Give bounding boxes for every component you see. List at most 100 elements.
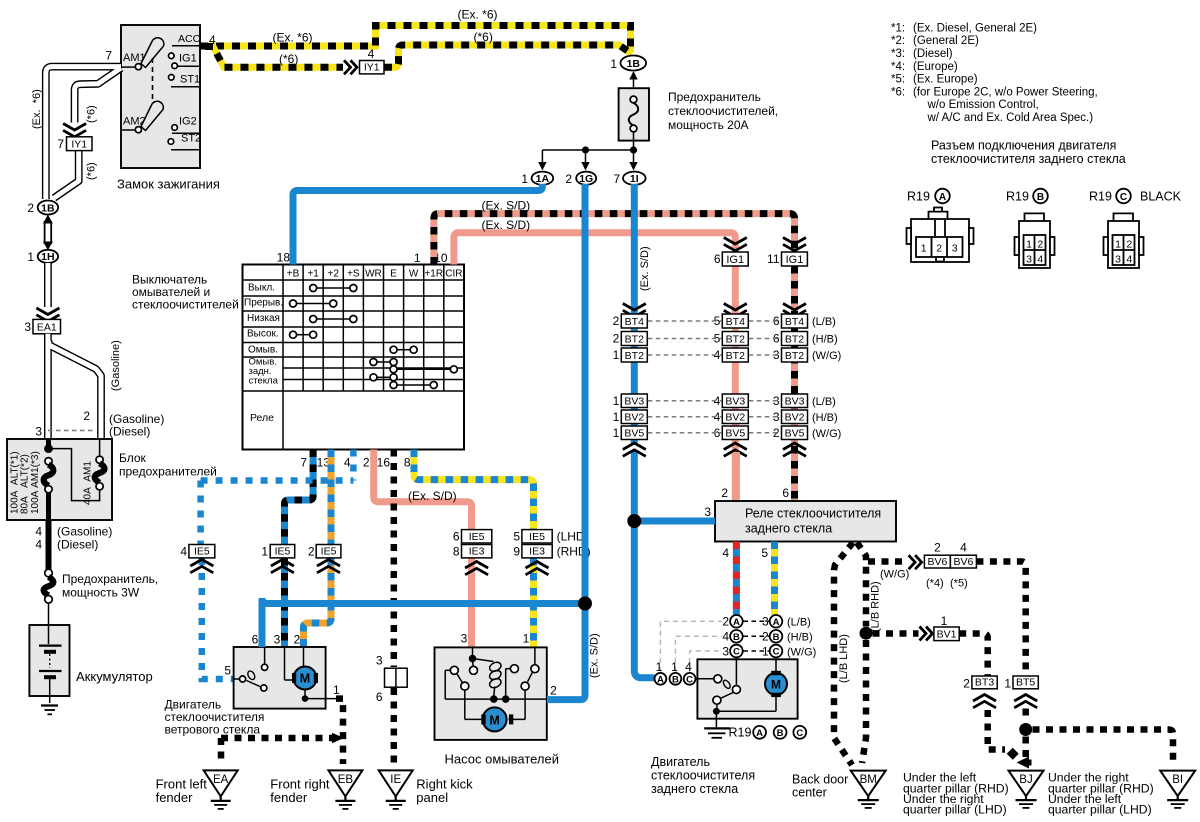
svg-text:R19: R19 bbox=[1006, 190, 1029, 204]
svg-text:4: 4 bbox=[714, 410, 721, 424]
svg-text:1I: 1I bbox=[630, 173, 639, 185]
svg-text:+1: +1 bbox=[307, 269, 319, 280]
svg-text:заднего стекла: заднего стекла bbox=[745, 522, 832, 536]
svg-text:BV3: BV3 bbox=[785, 395, 805, 407]
svg-text:2: 2 bbox=[27, 201, 34, 215]
svg-text:1: 1 bbox=[333, 683, 340, 697]
svg-text:1A: 1A bbox=[536, 173, 550, 185]
svg-text:(Diesel): (Diesel) bbox=[109, 425, 150, 439]
svg-text:*3:: *3: bbox=[891, 48, 905, 60]
svg-text:(H/B): (H/B) bbox=[787, 632, 813, 644]
svg-text:*2:: *2: bbox=[891, 35, 905, 47]
svg-text:7: 7 bbox=[613, 172, 620, 186]
svg-text:(Ex. S/D): (Ex. S/D) bbox=[482, 199, 531, 213]
svg-text:BI: BI bbox=[1172, 774, 1183, 786]
svg-text:5: 5 bbox=[761, 546, 768, 560]
svg-text:Under the left: Under the left bbox=[1048, 792, 1122, 806]
svg-text:стеклоочистителей: стеклоочистителей bbox=[132, 298, 239, 312]
svg-text:3: 3 bbox=[24, 320, 31, 334]
svg-text:1: 1 bbox=[1115, 239, 1121, 251]
svg-text:стеклоочистителей,: стеклоочистителей, bbox=[668, 104, 778, 118]
svg-text:(H/B): (H/B) bbox=[812, 334, 838, 346]
svg-text:quarter pillar (RHD): quarter pillar (RHD) bbox=[903, 782, 1009, 796]
svg-text:1: 1 bbox=[656, 660, 663, 674]
svg-text:1B: 1B bbox=[627, 58, 641, 70]
svg-text:BT4: BT4 bbox=[625, 316, 644, 328]
svg-text:fender: fender bbox=[156, 790, 194, 805]
svg-text:Back door: Back door bbox=[792, 773, 848, 787]
svg-text:задн.: задн. bbox=[249, 366, 272, 377]
svg-text:BT2: BT2 bbox=[625, 350, 644, 362]
svg-text:8: 8 bbox=[404, 456, 411, 470]
svg-text:(Ex. S/D): (Ex. S/D) bbox=[589, 633, 601, 678]
svg-text:7: 7 bbox=[105, 49, 112, 63]
svg-text:7: 7 bbox=[57, 137, 64, 151]
svg-text:ветрового стекла: ветрового стекла bbox=[165, 723, 261, 737]
svg-text:(Gasoline): (Gasoline) bbox=[109, 412, 164, 426]
svg-text:BV6: BV6 bbox=[927, 556, 947, 568]
svg-text:+S: +S bbox=[347, 269, 360, 280]
svg-text:2: 2 bbox=[565, 172, 572, 186]
svg-text:(Europe): (Europe) bbox=[913, 61, 958, 73]
svg-text:IG1: IG1 bbox=[179, 53, 197, 65]
svg-text:1: 1 bbox=[762, 644, 769, 658]
svg-text:(W/G): (W/G) bbox=[812, 428, 841, 440]
svg-text:5: 5 bbox=[513, 530, 520, 544]
svg-text:2: 2 bbox=[1037, 239, 1043, 251]
svg-text:5: 5 bbox=[714, 332, 721, 346]
svg-text:4: 4 bbox=[35, 538, 42, 552]
svg-text:1B: 1B bbox=[41, 202, 55, 214]
svg-text:BJ: BJ bbox=[1019, 774, 1032, 786]
svg-text:Реле: Реле bbox=[250, 412, 274, 424]
svg-text:BT2: BT2 bbox=[785, 333, 804, 345]
svg-text:1G: 1G bbox=[579, 173, 593, 185]
svg-text:quarter pillar (LHD): quarter pillar (LHD) bbox=[903, 803, 1007, 817]
svg-text:BV3: BV3 bbox=[725, 395, 745, 407]
svg-text:2: 2 bbox=[722, 615, 729, 629]
svg-text:1: 1 bbox=[521, 172, 528, 186]
svg-text:(for Europe 2C, w/o Power Stee: (for Europe 2C, w/o Power Steering, bbox=[913, 86, 1098, 98]
svg-text:(Ex. *6): (Ex. *6) bbox=[273, 31, 313, 45]
svg-text:*6:: *6: bbox=[891, 86, 905, 98]
svg-text:4: 4 bbox=[1126, 254, 1132, 266]
svg-text:стекла: стекла bbox=[249, 376, 279, 387]
svg-text:Блок: Блок bbox=[119, 451, 147, 465]
svg-text:Предохранитель: Предохранитель bbox=[668, 90, 761, 104]
svg-text:Замок зажигания: Замок зажигания bbox=[117, 177, 220, 192]
svg-text:Аккумулятор: Аккумулятор bbox=[76, 669, 153, 684]
svg-text:ST1: ST1 bbox=[180, 74, 200, 86]
svg-text:BV5: BV5 bbox=[725, 427, 745, 439]
svg-text:4: 4 bbox=[35, 525, 42, 539]
svg-text:R19: R19 bbox=[729, 726, 752, 740]
svg-text:quarter pillar (RHD): quarter pillar (RHD) bbox=[1048, 782, 1154, 796]
svg-text:BT3: BT3 bbox=[975, 677, 994, 689]
svg-text:3: 3 bbox=[952, 243, 958, 255]
svg-text:BV1: BV1 bbox=[937, 628, 957, 640]
svg-text:A: A bbox=[939, 192, 946, 203]
svg-text:(Diesel): (Diesel) bbox=[57, 538, 98, 552]
svg-text:BT2: BT2 bbox=[785, 350, 804, 362]
svg-text:1H: 1H bbox=[41, 251, 54, 263]
svg-text:(Gasoline): (Gasoline) bbox=[57, 525, 112, 539]
svg-text:16: 16 bbox=[377, 456, 391, 470]
svg-text:AM1: AM1 bbox=[123, 52, 146, 64]
svg-text:3: 3 bbox=[762, 615, 769, 629]
svg-text:A: A bbox=[657, 674, 664, 685]
svg-text:A: A bbox=[773, 617, 780, 628]
svg-text:ACC: ACC bbox=[178, 33, 201, 45]
svg-text:EA: EA bbox=[213, 774, 229, 786]
svg-text:1: 1 bbox=[613, 426, 620, 440]
svg-text:2: 2 bbox=[1126, 239, 1132, 251]
svg-text:BM: BM bbox=[860, 774, 877, 786]
svg-text:M: M bbox=[300, 672, 310, 686]
svg-text:*1:: *1: bbox=[891, 22, 905, 34]
svg-text:Front right: Front right bbox=[270, 777, 330, 792]
svg-text:EB: EB bbox=[338, 774, 354, 786]
svg-text:3: 3 bbox=[1115, 254, 1121, 266]
svg-text:8: 8 bbox=[453, 545, 460, 559]
svg-text:6: 6 bbox=[714, 252, 721, 266]
svg-text:Front left: Front left bbox=[156, 777, 208, 792]
svg-text:Предохранитель,: Предохранитель, bbox=[62, 572, 158, 586]
svg-text:IE: IE bbox=[390, 774, 401, 786]
svg-text:IE5: IE5 bbox=[194, 546, 210, 558]
